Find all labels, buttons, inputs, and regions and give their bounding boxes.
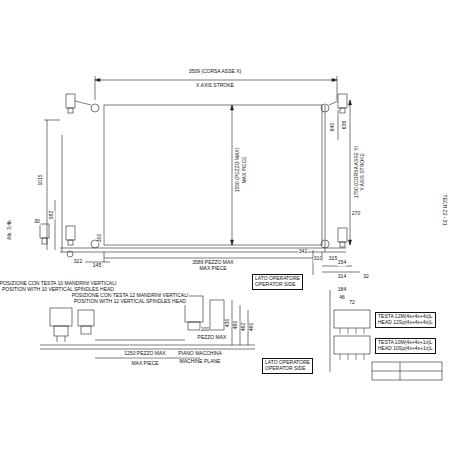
dimension-label: MACHINE PLANE (179, 359, 221, 365)
dimension-label: 72 (349, 300, 356, 306)
dimension-label: MAX PIECE (242, 156, 248, 184)
box-text: HEAD 10Sp(4x+4x+1x)L (378, 346, 433, 352)
dimension-label: 145 (92, 263, 101, 269)
dimension-label: POSITION WITH 10 VERTICAL SPINDLES HEAD (2, 287, 115, 293)
dimension-label: 300 (97, 233, 103, 242)
dimension-label: POSIZIONE CON TESTA 12 MANDRINI VERTICAL… (71, 293, 189, 299)
dimension-label: 1750 (CORSA ASSE Y) (354, 145, 360, 198)
dimension-label: POSIZIONE CON TESTA 10 MANDRINI VERTICAL… (0, 281, 117, 287)
dimension-label: 430 (225, 318, 231, 327)
note-box: TESTA 10M(4x+4x+1x)LHEAD 10Sp(4x+4x+1x)L (375, 338, 436, 354)
dimension-label: X AXIS STROKE (196, 83, 235, 89)
dimension-label: 342 (298, 249, 307, 255)
dimension-label: 46 (339, 295, 346, 301)
dimension-label: PEZZO MAX (197, 335, 227, 341)
dimension-label: 3586 PEZZO MAX (192, 260, 234, 266)
dimension-label: 1550 (PEZZO MAX) (235, 147, 241, 193)
dimension-label: 310 (313, 256, 322, 262)
dimension-label: 640 (330, 122, 336, 131)
note-box: LATO OPERATOREOPERATOR SIDE (252, 274, 303, 290)
box-text: OPERATOR SIDE (255, 282, 300, 288)
dimension-label: 100 (200, 327, 209, 333)
dimension-label: 460 (249, 322, 255, 331)
dimension-label: MAX PIECE (131, 361, 159, 367)
dimension-label: 154 (337, 260, 346, 266)
dimension-label: 1250 PEZZO MAX (124, 351, 166, 357)
dimension-label: 270 (351, 211, 360, 217)
note-box: LATO OPERATOREOPERATOR SIDE (262, 358, 313, 374)
dimension-label: 480 (233, 320, 239, 329)
dimension-label: 32 (363, 274, 370, 280)
dimension-label: TECH Z2 - 31 (441, 194, 447, 226)
dimension-label: 184 (337, 287, 346, 293)
box-text: OPERATOR SIDE (265, 366, 310, 372)
dimension-label: 322 (73, 259, 82, 265)
note-box: TESTA 12M(4x+4x+4x)LHEAD 12Sp(4x+4x+4x)L (375, 312, 436, 328)
dimension-label: PIANO MACCHINA (178, 351, 223, 357)
dimension-label: 30 (34, 219, 41, 225)
dimension-label: 315 (328, 256, 337, 262)
dimension-label: MAX PIECE (199, 266, 227, 272)
dimension-label: POSITION WITH 12 VERTICAL SPINDLES HEAD (74, 299, 187, 305)
dimension-label: 636 (342, 120, 348, 129)
dimension-label: 3509 (CORSA ASSE X) (188, 69, 242, 75)
dimension-label: Y AXIS STROKE (360, 153, 366, 192)
dimension-label: Alb. 3.4b (7, 220, 13, 241)
dimension-label: 1015 (38, 174, 44, 186)
dimension-label: 462 (241, 322, 247, 331)
dimension-label: 582 (49, 210, 55, 219)
box-text: HEAD 12Sp(4x+4x+4x)L (378, 320, 433, 326)
dimension-label: 314 (337, 274, 346, 280)
